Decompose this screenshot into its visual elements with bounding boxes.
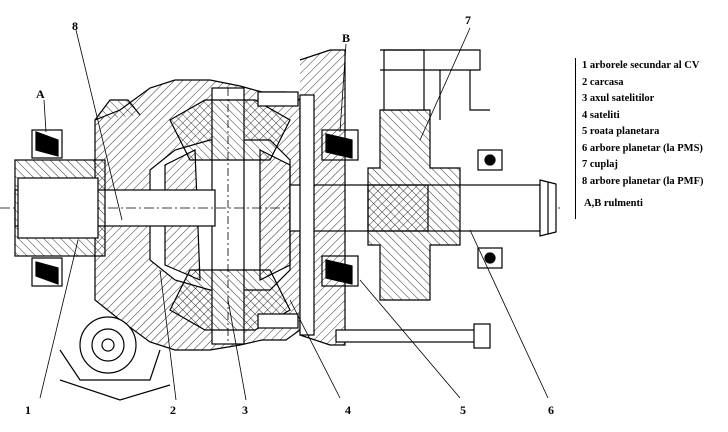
- legend-item: 7 cuplaj: [582, 159, 618, 170]
- legend-item: 4 sateliti: [582, 109, 620, 121]
- legend-item: 8 arbore planetar (la PMF): [582, 175, 704, 187]
- bolt-bottom: [257, 313, 299, 329]
- coupling-sleeve: [367, 109, 461, 301]
- callout-1: 1: [25, 403, 31, 417]
- callout-B: B: [342, 31, 350, 45]
- planetary-gear-right: [259, 149, 291, 281]
- callout-A: A: [36, 87, 45, 101]
- legend-bearings: A,B rulmenti: [584, 198, 643, 209]
- callout-3: 3: [242, 403, 248, 417]
- bolt-top: [257, 91, 299, 107]
- legend-item: 1 arborele secundar al CV: [582, 60, 700, 71]
- legend-item: 6 arbore planetar (la PMS): [582, 142, 703, 154]
- ring-gear-teeth: [94, 99, 141, 121]
- legend-item: 2 carcasa: [582, 76, 624, 88]
- callout-8: 8: [72, 19, 78, 33]
- callout-2: 2: [170, 403, 176, 417]
- callout-6: 6: [548, 403, 554, 417]
- callout-4: 4: [345, 403, 351, 417]
- legend-item: 3 axul satelitilor: [582, 93, 655, 104]
- callout-5: 5: [460, 403, 466, 417]
- legend-item: 5 roata planetara: [582, 126, 660, 137]
- legend: 1 arborele secundar al CV 2 carcasa 3 ax…: [575, 58, 728, 219]
- callout-7: 7: [465, 13, 471, 27]
